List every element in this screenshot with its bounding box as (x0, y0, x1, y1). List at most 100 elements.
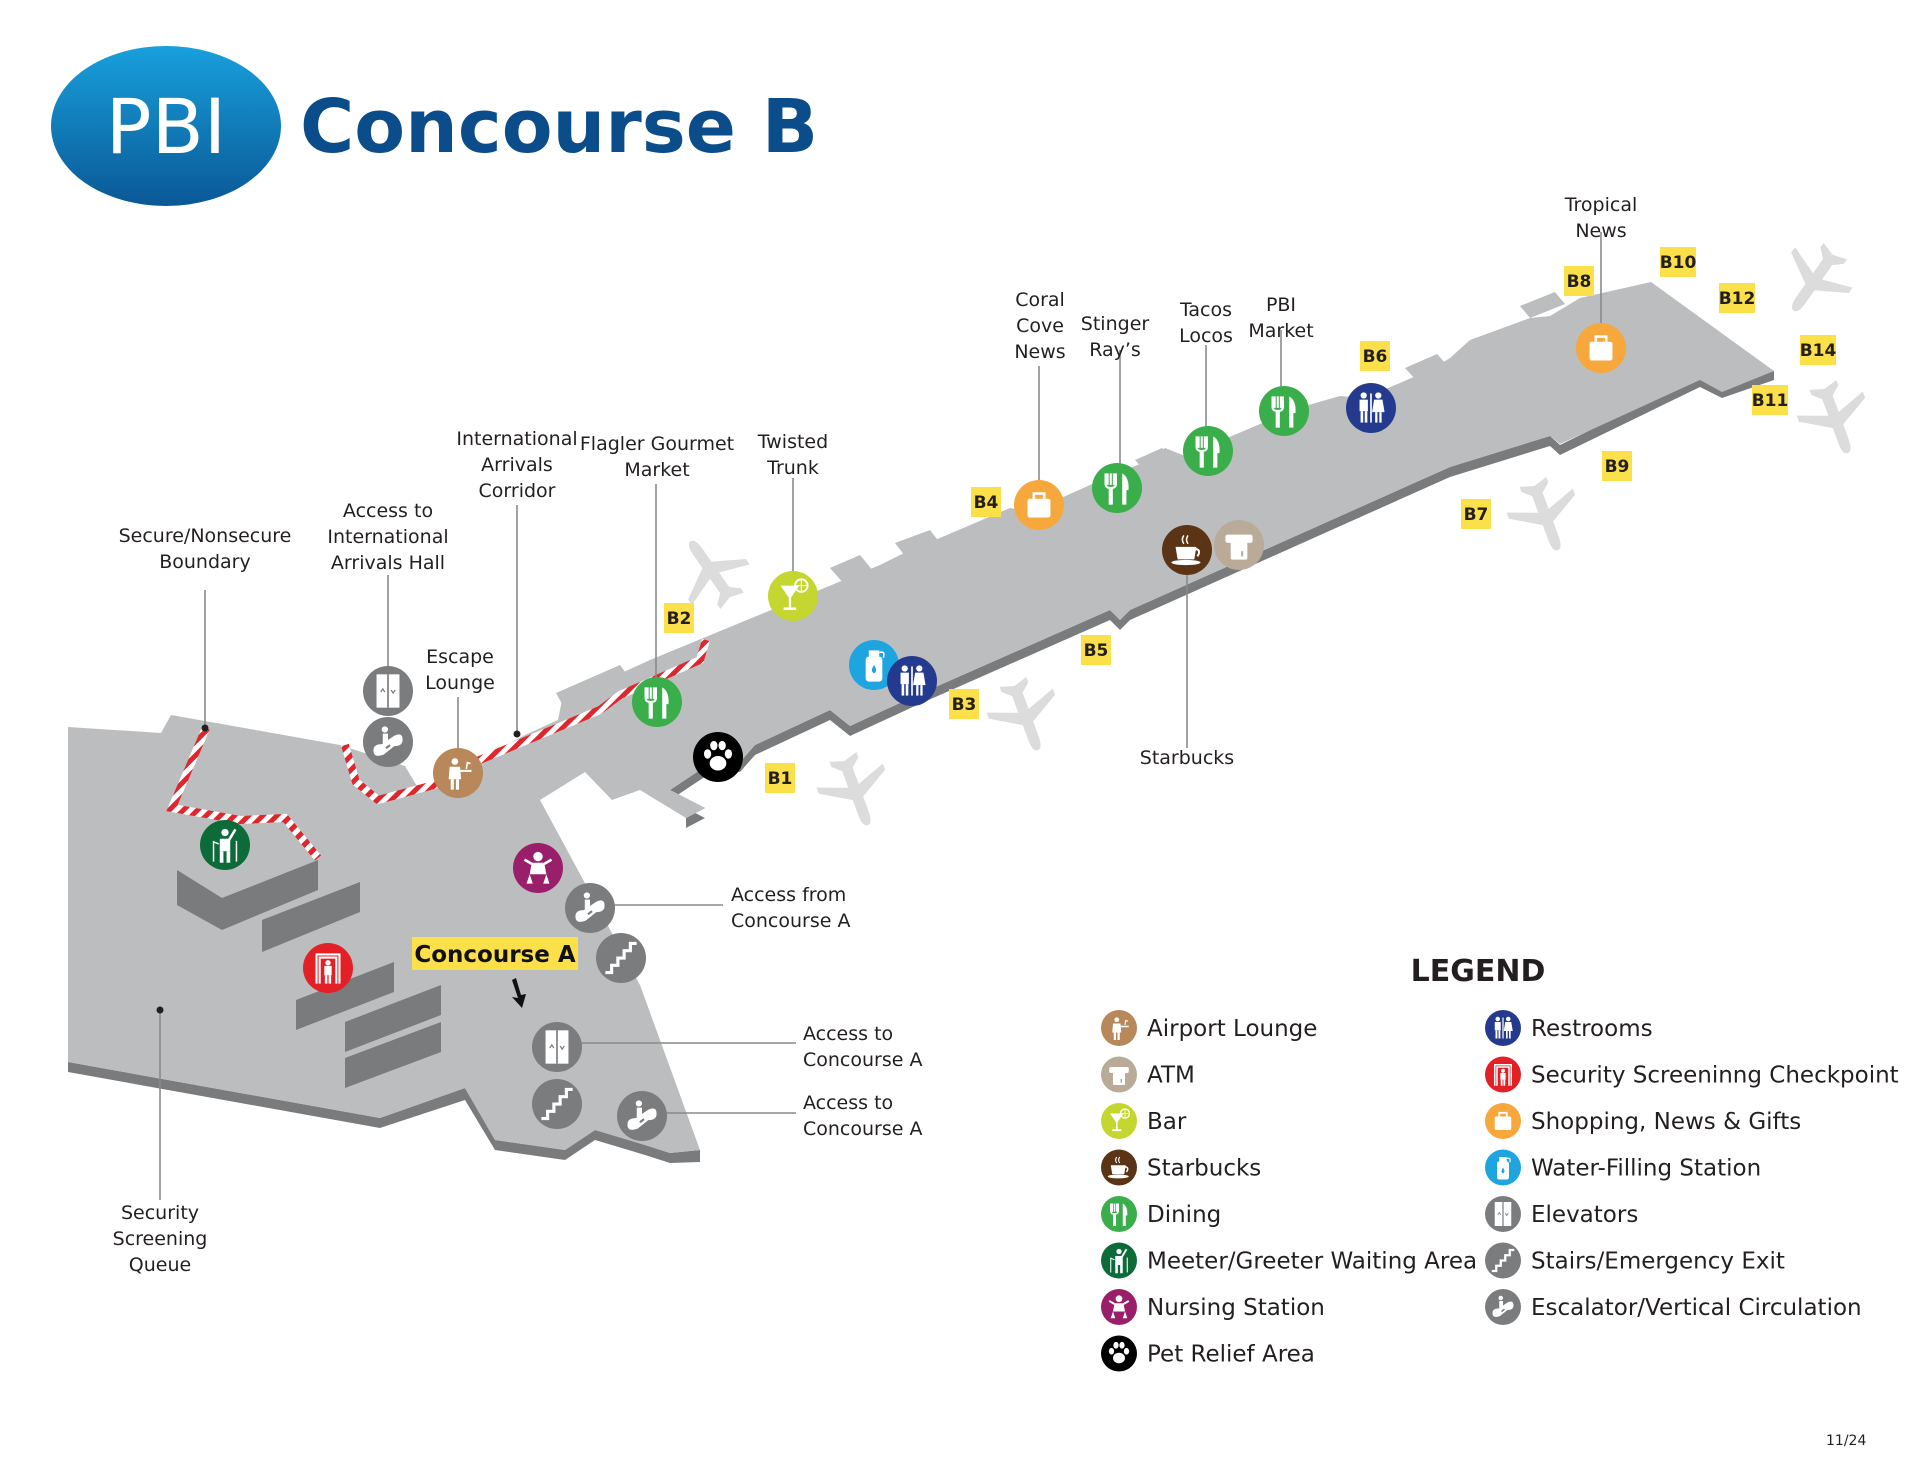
gate-b2[interactable]: B2 (664, 603, 694, 633)
security-icon (315, 953, 341, 984)
legend-item-airport-lounge: Airport Lounge (1101, 1010, 1317, 1046)
secure-nonsecure-barrier (166, 726, 322, 861)
gate-label: B10 (1660, 253, 1697, 273)
gate-label: B9 (1605, 457, 1630, 477)
legend-item-shopping: Shopping, News & Gifts (1485, 1103, 1801, 1139)
gate-label: B1 (768, 769, 793, 789)
restrooms-legend-icon (1485, 1010, 1521, 1046)
meeter-greeter-icon (1110, 1248, 1128, 1274)
restrooms-icon[interactable] (1346, 383, 1396, 433)
gate-badge (664, 603, 694, 633)
restrooms-icon (1494, 1016, 1513, 1039)
dining-icon (1271, 396, 1296, 428)
gate-b14[interactable]: B14 (1800, 335, 1837, 365)
legend-label: Escalator/Vertical Circulation (1531, 1295, 1862, 1321)
dining-icon-circle (1092, 463, 1142, 513)
gate-b6[interactable]: B6 (1360, 341, 1390, 371)
starbucks-icon[interactable] (1162, 525, 1212, 575)
legend-item-starbucks: Starbucks (1101, 1149, 1261, 1186)
gate-badge (765, 763, 795, 793)
legend-item-elevator: Elevators (1485, 1196, 1638, 1232)
meeter-greeter-icon[interactable] (200, 820, 250, 870)
escalator-intl-arrivals[interactable] (363, 717, 413, 767)
gate-b4[interactable]: B4 (971, 487, 1001, 517)
gate-b7[interactable]: B7 (1461, 499, 1491, 529)
gate-label: B4 (974, 493, 999, 513)
atm-icon (1109, 1067, 1129, 1085)
gate-badge (1752, 385, 1788, 415)
security-checkpoint-icon[interactable] (303, 943, 353, 993)
legend-label: Dining (1147, 1202, 1221, 1228)
airplane-icon (1791, 242, 1853, 312)
escape-lounge-icon[interactable] (433, 748, 483, 798)
page-title: Concourse B (300, 84, 818, 170)
escalator-to-concourse-a[interactable] (617, 1091, 667, 1141)
twisted-trunk-icon[interactable] (768, 571, 818, 621)
page-number: 11/24 (1826, 1433, 1866, 1449)
pet-relief-icon[interactable] (693, 732, 743, 782)
gate-label: B5 (1084, 641, 1109, 661)
gate-b8[interactable]: B8 (1564, 266, 1594, 296)
arrow-down-icon (512, 978, 526, 1008)
gate-label: B14 (1800, 341, 1837, 361)
flagler-gourmet-market-icon[interactable] (632, 677, 682, 727)
gate-label: B3 (952, 695, 977, 715)
bar-icon (780, 578, 809, 611)
pet-relief-legend-icon (1101, 1335, 1137, 1372)
elevator-intl-arrivals[interactable] (363, 666, 413, 716)
gate-b10[interactable]: B10 (1660, 247, 1697, 277)
legend-item-meeter-greeter: Meeter/Greeter Waiting Area (1101, 1242, 1477, 1279)
tacos-locos-icon[interactable] (1183, 426, 1233, 476)
gate-b5[interactable]: B5 (1081, 635, 1111, 665)
floor-area (68, 282, 1774, 1153)
security-icon (1494, 1064, 1512, 1086)
gate-label: B7 (1464, 505, 1489, 525)
stairs-icon[interactable] (532, 1079, 582, 1129)
nursing-icon (523, 851, 553, 884)
logo-text: PBI (106, 82, 226, 171)
stinger-rays-icon[interactable] (1092, 463, 1142, 513)
stairs-icon[interactable] (596, 933, 646, 983)
airplane-icon (1506, 477, 1576, 551)
gate-b1[interactable]: B1 (765, 763, 795, 793)
pbi-logo (51, 46, 281, 206)
starbucks-legend-icon (1101, 1149, 1137, 1186)
legend-label: Starbucks (1147, 1156, 1261, 1182)
gate-badge (1800, 335, 1836, 365)
legend-item-nursing: Nursing Station (1101, 1289, 1325, 1325)
airport-lounge-icon (448, 758, 472, 790)
atm-icon[interactable] (1214, 520, 1264, 570)
gate-badge (1360, 341, 1390, 371)
legend-item-dining: Dining (1101, 1196, 1221, 1232)
legend-item-escalator: Escalator/Vertical Circulation (1485, 1289, 1862, 1325)
elevator-to-concourse-a[interactable] (532, 1022, 582, 1072)
dining-icon-circle (1183, 426, 1233, 476)
water-icon (865, 650, 885, 682)
legend-label: Security Screeninng Checkpoint (1531, 1063, 1899, 1089)
restrooms-icon[interactable] (887, 656, 937, 706)
label-starbucks: Starbucks (1140, 747, 1234, 769)
gate-b12[interactable]: B12 (1719, 283, 1756, 313)
legend-label: ATM (1147, 1063, 1195, 1089)
gate-b9[interactable]: B9 (1602, 451, 1632, 481)
water-filling-icon[interactable] (849, 640, 899, 690)
airplane-icon (816, 752, 886, 826)
secure-nonsecure-barrier (341, 743, 462, 805)
pbi-market-icon[interactable] (1259, 386, 1309, 436)
gate-b11[interactable]: B11 (1752, 385, 1789, 415)
escalator-from-concourse-a[interactable] (565, 883, 615, 933)
stairs-legend-icon (1485, 1242, 1521, 1279)
coral-cove-news-icon[interactable] (1014, 480, 1064, 530)
restrooms-icon (1359, 392, 1385, 423)
tropical-news-icon[interactable] (1576, 323, 1626, 373)
airplane-icon (688, 540, 750, 610)
concourse-a-marker[interactable]: Concourse A (412, 937, 578, 1008)
gate-b3[interactable]: B3 (949, 689, 979, 719)
nursing-station-icon[interactable] (513, 843, 563, 893)
legend-item-security: Security Screeninng Checkpoint (1485, 1056, 1899, 1093)
